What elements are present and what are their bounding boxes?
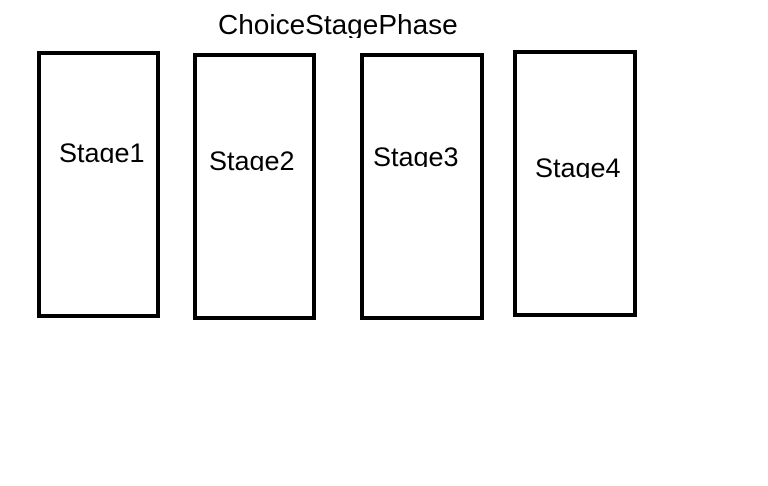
stage-box-3: Stage3 bbox=[360, 53, 484, 320]
stage-label-1: Stage1 bbox=[59, 139, 145, 163]
diagram-title: ChoiceStagePhase bbox=[218, 9, 458, 38]
stage-box-1: Stage1 bbox=[37, 51, 160, 318]
stage-box-4: Stage4 bbox=[513, 50, 637, 317]
stage-box-2: Stage2 bbox=[193, 53, 316, 320]
stage-label-3: Stage3 bbox=[373, 143, 459, 167]
stage-label-2: Stage2 bbox=[209, 147, 295, 171]
stage-label-4: Stage4 bbox=[535, 154, 621, 178]
